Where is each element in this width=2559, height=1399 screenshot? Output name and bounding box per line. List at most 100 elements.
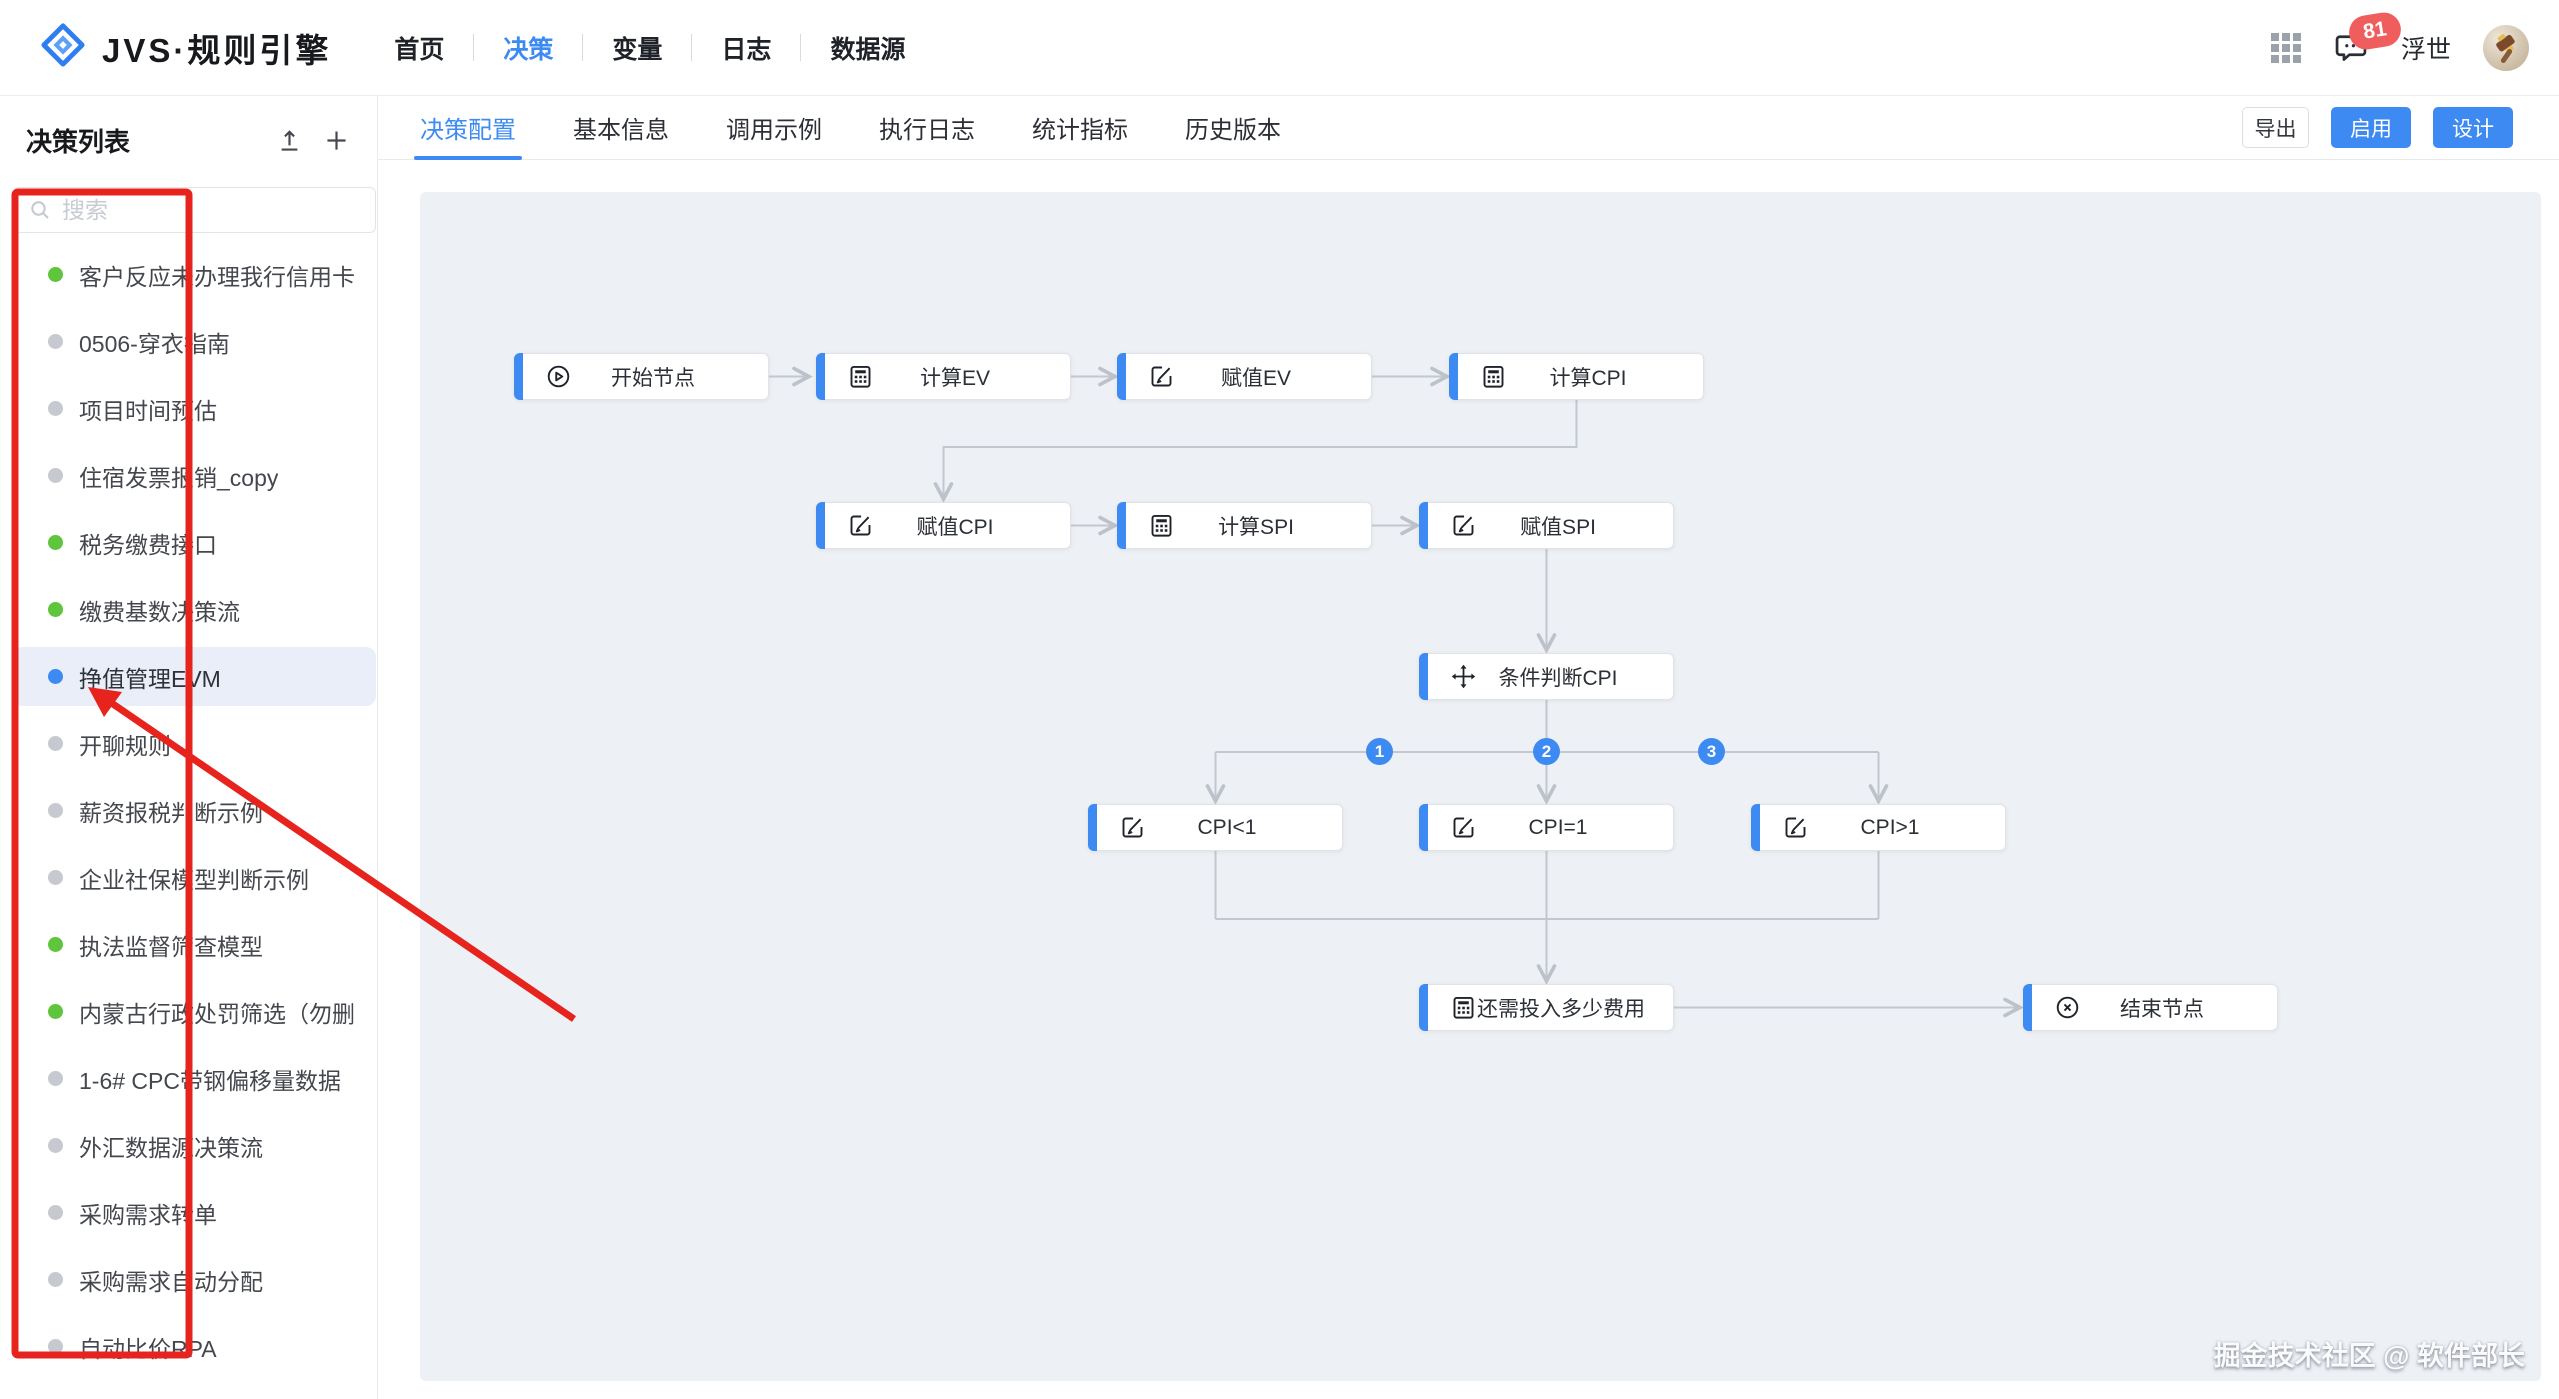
flow-node-cpi-eq-1[interactable]: CPI=1 <box>1419 804 1674 851</box>
search-icon <box>31 201 49 219</box>
nav-item-home[interactable]: 首页 <box>394 35 445 64</box>
search-box <box>13 187 376 233</box>
flow-node-calc-spi[interactable]: 计算SPI <box>1117 502 1372 549</box>
status-dot-icon <box>48 1071 63 1086</box>
sidebar-title: 决策列表 <box>26 127 131 157</box>
calculator-icon <box>1480 363 1507 390</box>
status-dot-icon <box>48 401 63 416</box>
status-dot-icon <box>48 736 63 751</box>
end-icon <box>2054 994 2081 1021</box>
nav-item-decision[interactable]: 决策 <box>503 35 554 64</box>
logo-icon <box>40 22 86 73</box>
flow-node-cpi-gt-1[interactable]: CPI>1 <box>1751 804 2006 851</box>
flow-node-cpi-lt-1[interactable]: CPI<1 <box>1088 804 1343 851</box>
flow-node-assign-ev[interactable]: 赋值EV <box>1117 353 1372 400</box>
branch-label-3[interactable]: 3 <box>1698 738 1725 765</box>
edit-icon <box>847 512 874 539</box>
flow-node-start[interactable]: 开始节点 <box>514 353 769 400</box>
flow-node-assign-spi[interactable]: 赋值SPI <box>1419 502 1674 549</box>
tab-decision-config[interactable]: 决策配置 <box>414 96 522 160</box>
nav-divider <box>691 34 693 61</box>
tab-exec-log[interactable]: 执行日志 <box>879 117 975 144</box>
edit-icon <box>1450 814 1477 841</box>
calculator-icon <box>1148 512 1175 539</box>
export-button[interactable]: 导出 <box>2242 107 2309 148</box>
branch-label-2[interactable]: 2 <box>1533 738 1560 765</box>
flow-node-assign-cpi[interactable]: 赋值CPI <box>816 502 1071 549</box>
flow-node-condition-cpi[interactable]: 条件判断CPI <box>1419 653 1674 700</box>
edit-icon <box>1119 814 1146 841</box>
status-dot-icon <box>48 334 63 349</box>
nav-item-datasource[interactable]: 数据源 <box>830 35 906 64</box>
tab-call-example[interactable]: 调用示例 <box>726 117 822 144</box>
navbar-right: 81 浮世 <box>2270 9 2559 71</box>
design-button[interactable]: 设计 <box>2433 107 2513 148</box>
main-panel: 决策配置 基本信息 调用示例 执行日志 统计指标 历史版本 导出 启用 设计 <box>378 96 2559 1399</box>
message-count-badge: 81 <box>2346 9 2404 52</box>
flow-node-end[interactable]: 结束节点 <box>2023 984 2278 1031</box>
gavel-avatar-image <box>2496 33 2515 63</box>
list-item[interactable]: 项目时间预估 <box>13 379 376 438</box>
flow-node-calc-cpi[interactable]: 计算CPI <box>1449 353 1704 400</box>
username-label[interactable]: 浮世 <box>2400 35 2451 64</box>
status-dot-icon <box>48 1272 63 1287</box>
list-item[interactable]: 企业社保模型判断示例 <box>13 848 376 907</box>
list-item[interactable]: 缴费基数决策流 <box>13 580 376 639</box>
flow-node-cost-needed[interactable]: 还需投入多少费用 <box>1419 984 1674 1031</box>
status-dot-icon <box>48 669 63 684</box>
tab-metrics[interactable]: 统计指标 <box>1032 117 1128 144</box>
avatar[interactable] <box>2483 24 2529 71</box>
list-item[interactable]: 1-6# CPC带钢偏移量数据 <box>13 1049 376 1108</box>
play-icon <box>545 363 572 390</box>
list-item[interactable]: 采购需求转单 <box>13 1183 376 1242</box>
search-input[interactable] <box>62 196 352 224</box>
decision-list-sidebar: 决策列表 客户反应未办理我行信用卡 0506-穿衣指南 项目时间预估 住宿发票报… <box>0 96 378 1399</box>
upload-icon[interactable] <box>275 126 304 155</box>
list-item[interactable]: 采购需求自动分配 <box>13 1250 376 1309</box>
status-dot-icon <box>48 267 63 282</box>
list-item[interactable]: 税务缴费接口 <box>13 513 376 572</box>
status-dot-icon <box>48 1339 63 1354</box>
nav-item-variables[interactable]: 变量 <box>612 35 663 64</box>
move-icon <box>1450 663 1477 690</box>
top-navbar: JVS·规则引擎 首页 决策 变量 日志 数据源 81 <box>0 0 2559 96</box>
flow-canvas[interactable]: 1 2 3 开始节点 计算EV 赋值EV <box>420 192 2541 1381</box>
branch-label-1[interactable]: 1 <box>1366 738 1393 765</box>
status-dot-icon <box>48 1138 63 1153</box>
list-item[interactable]: 内蒙古行政处罚筛选（勿删 <box>13 982 376 1041</box>
status-dot-icon <box>48 870 63 885</box>
list-item[interactable]: 执法监督筛查模型 <box>13 915 376 974</box>
status-dot-icon <box>48 1004 63 1019</box>
list-item[interactable]: 外汇数据源决策流 <box>13 1116 376 1175</box>
add-icon[interactable] <box>322 126 351 155</box>
edit-icon <box>1148 363 1175 390</box>
list-item[interactable]: 住宿发票报销_copy <box>13 446 376 505</box>
messages-button[interactable]: 81 <box>2333 9 2404 66</box>
nav-divider <box>800 34 802 61</box>
list-item[interactable]: 开聊规则 <box>13 714 376 773</box>
sidebar-header-actions <box>275 126 351 155</box>
app-title: JVS·规则引擎 <box>102 31 332 69</box>
flow-node-calc-ev[interactable]: 计算EV <box>816 353 1071 400</box>
status-dot-icon <box>48 535 63 550</box>
calculator-icon <box>1450 994 1477 1021</box>
nav-divider <box>582 34 584 61</box>
decision-list: 客户反应未办理我行信用卡 0506-穿衣指南 项目时间预估 住宿发票报销_cop… <box>0 245 377 1376</box>
list-item[interactable]: 客户反应未办理我行信用卡 <box>13 245 376 304</box>
apps-grid-icon[interactable] <box>2270 32 2301 63</box>
status-dot-icon <box>48 937 63 952</box>
edit-icon <box>1782 814 1809 841</box>
list-item[interactable]: 薪资报税判断示例 <box>13 781 376 840</box>
app-logo[interactable]: JVS·规则引擎 <box>0 22 331 73</box>
list-item-selected[interactable]: 挣值管理EVM <box>13 647 376 706</box>
calculator-icon <box>847 363 874 390</box>
status-dot-icon <box>48 468 63 483</box>
watermark-text: 掘金技术社区 @ 软件部长 <box>2213 1341 2525 1371</box>
tab-history[interactable]: 历史版本 <box>1185 117 1281 144</box>
tab-basic-info[interactable]: 基本信息 <box>573 117 669 144</box>
enable-button[interactable]: 启用 <box>2331 107 2411 148</box>
nav-item-logs[interactable]: 日志 <box>721 35 772 64</box>
list-item[interactable]: 自动比价RPA <box>13 1317 376 1376</box>
list-item[interactable]: 0506-穿衣指南 <box>13 312 376 371</box>
